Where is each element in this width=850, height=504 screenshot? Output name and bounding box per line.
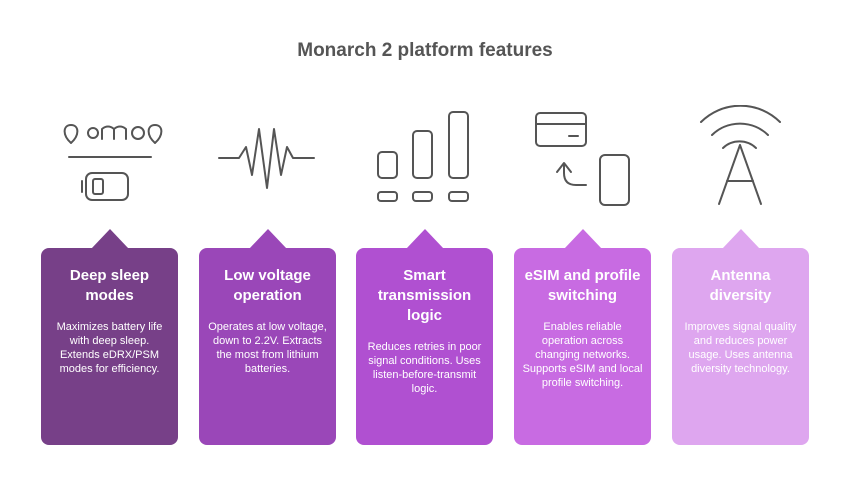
- card-pointer: [563, 229, 602, 249]
- signal-bars-icon: [356, 105, 493, 215]
- feature-card: Deep sleep modes Maximizes battery life …: [41, 248, 178, 445]
- feature-title: eSIM and profile switching: [524, 267, 641, 304]
- feature-card: Low voltage operation Operates at low vo…: [199, 248, 336, 445]
- feature-description: Reduces retries in poor signal condition…: [367, 341, 482, 395]
- feature-deep-sleep: Deep sleep modes Maximizes battery life …: [41, 105, 178, 445]
- card-pointer: [405, 229, 444, 249]
- feature-card: Smart transmission logic Reduces retries…: [356, 248, 493, 445]
- card-pointer: [721, 229, 760, 249]
- feature-antenna: Antenna diversity Improves signal qualit…: [672, 105, 809, 445]
- waveform-icon: [199, 105, 336, 215]
- feature-low-voltage: Low voltage operation Operates at low vo…: [199, 105, 336, 445]
- feature-card: Antenna diversity Improves signal qualit…: [672, 248, 809, 445]
- diagram-title: Monarch 2 platform features: [297, 40, 553, 61]
- feature-description: Operates at low voltage, down to 2.2V. E…: [208, 321, 327, 375]
- card-pointer: [248, 229, 287, 249]
- feature-title: Low voltage operation: [224, 267, 311, 304]
- feature-smart-transmission: Smart transmission logic Reduces retries…: [356, 105, 493, 445]
- feature-card: eSIM and profile switching Enables relia…: [514, 248, 651, 445]
- feature-title: Antenna diversity: [709, 267, 772, 304]
- feature-description: Maximizes battery life with deep sleep. …: [56, 321, 163, 375]
- feature-title: Deep sleep modes: [69, 267, 150, 304]
- card-pointer: [90, 229, 129, 249]
- feature-description: Improves signal quality and reduces powe…: [684, 321, 797, 375]
- feature-description: Enables reliable operation across changi…: [522, 321, 643, 389]
- feature-esim: eSIM and profile switching Enables relia…: [514, 105, 651, 445]
- card-to-phone-icon: [514, 105, 651, 215]
- antenna-icon: [672, 105, 809, 215]
- sleep-battery-icon: [41, 105, 178, 215]
- feature-title: Smart transmission logic: [377, 267, 472, 324]
